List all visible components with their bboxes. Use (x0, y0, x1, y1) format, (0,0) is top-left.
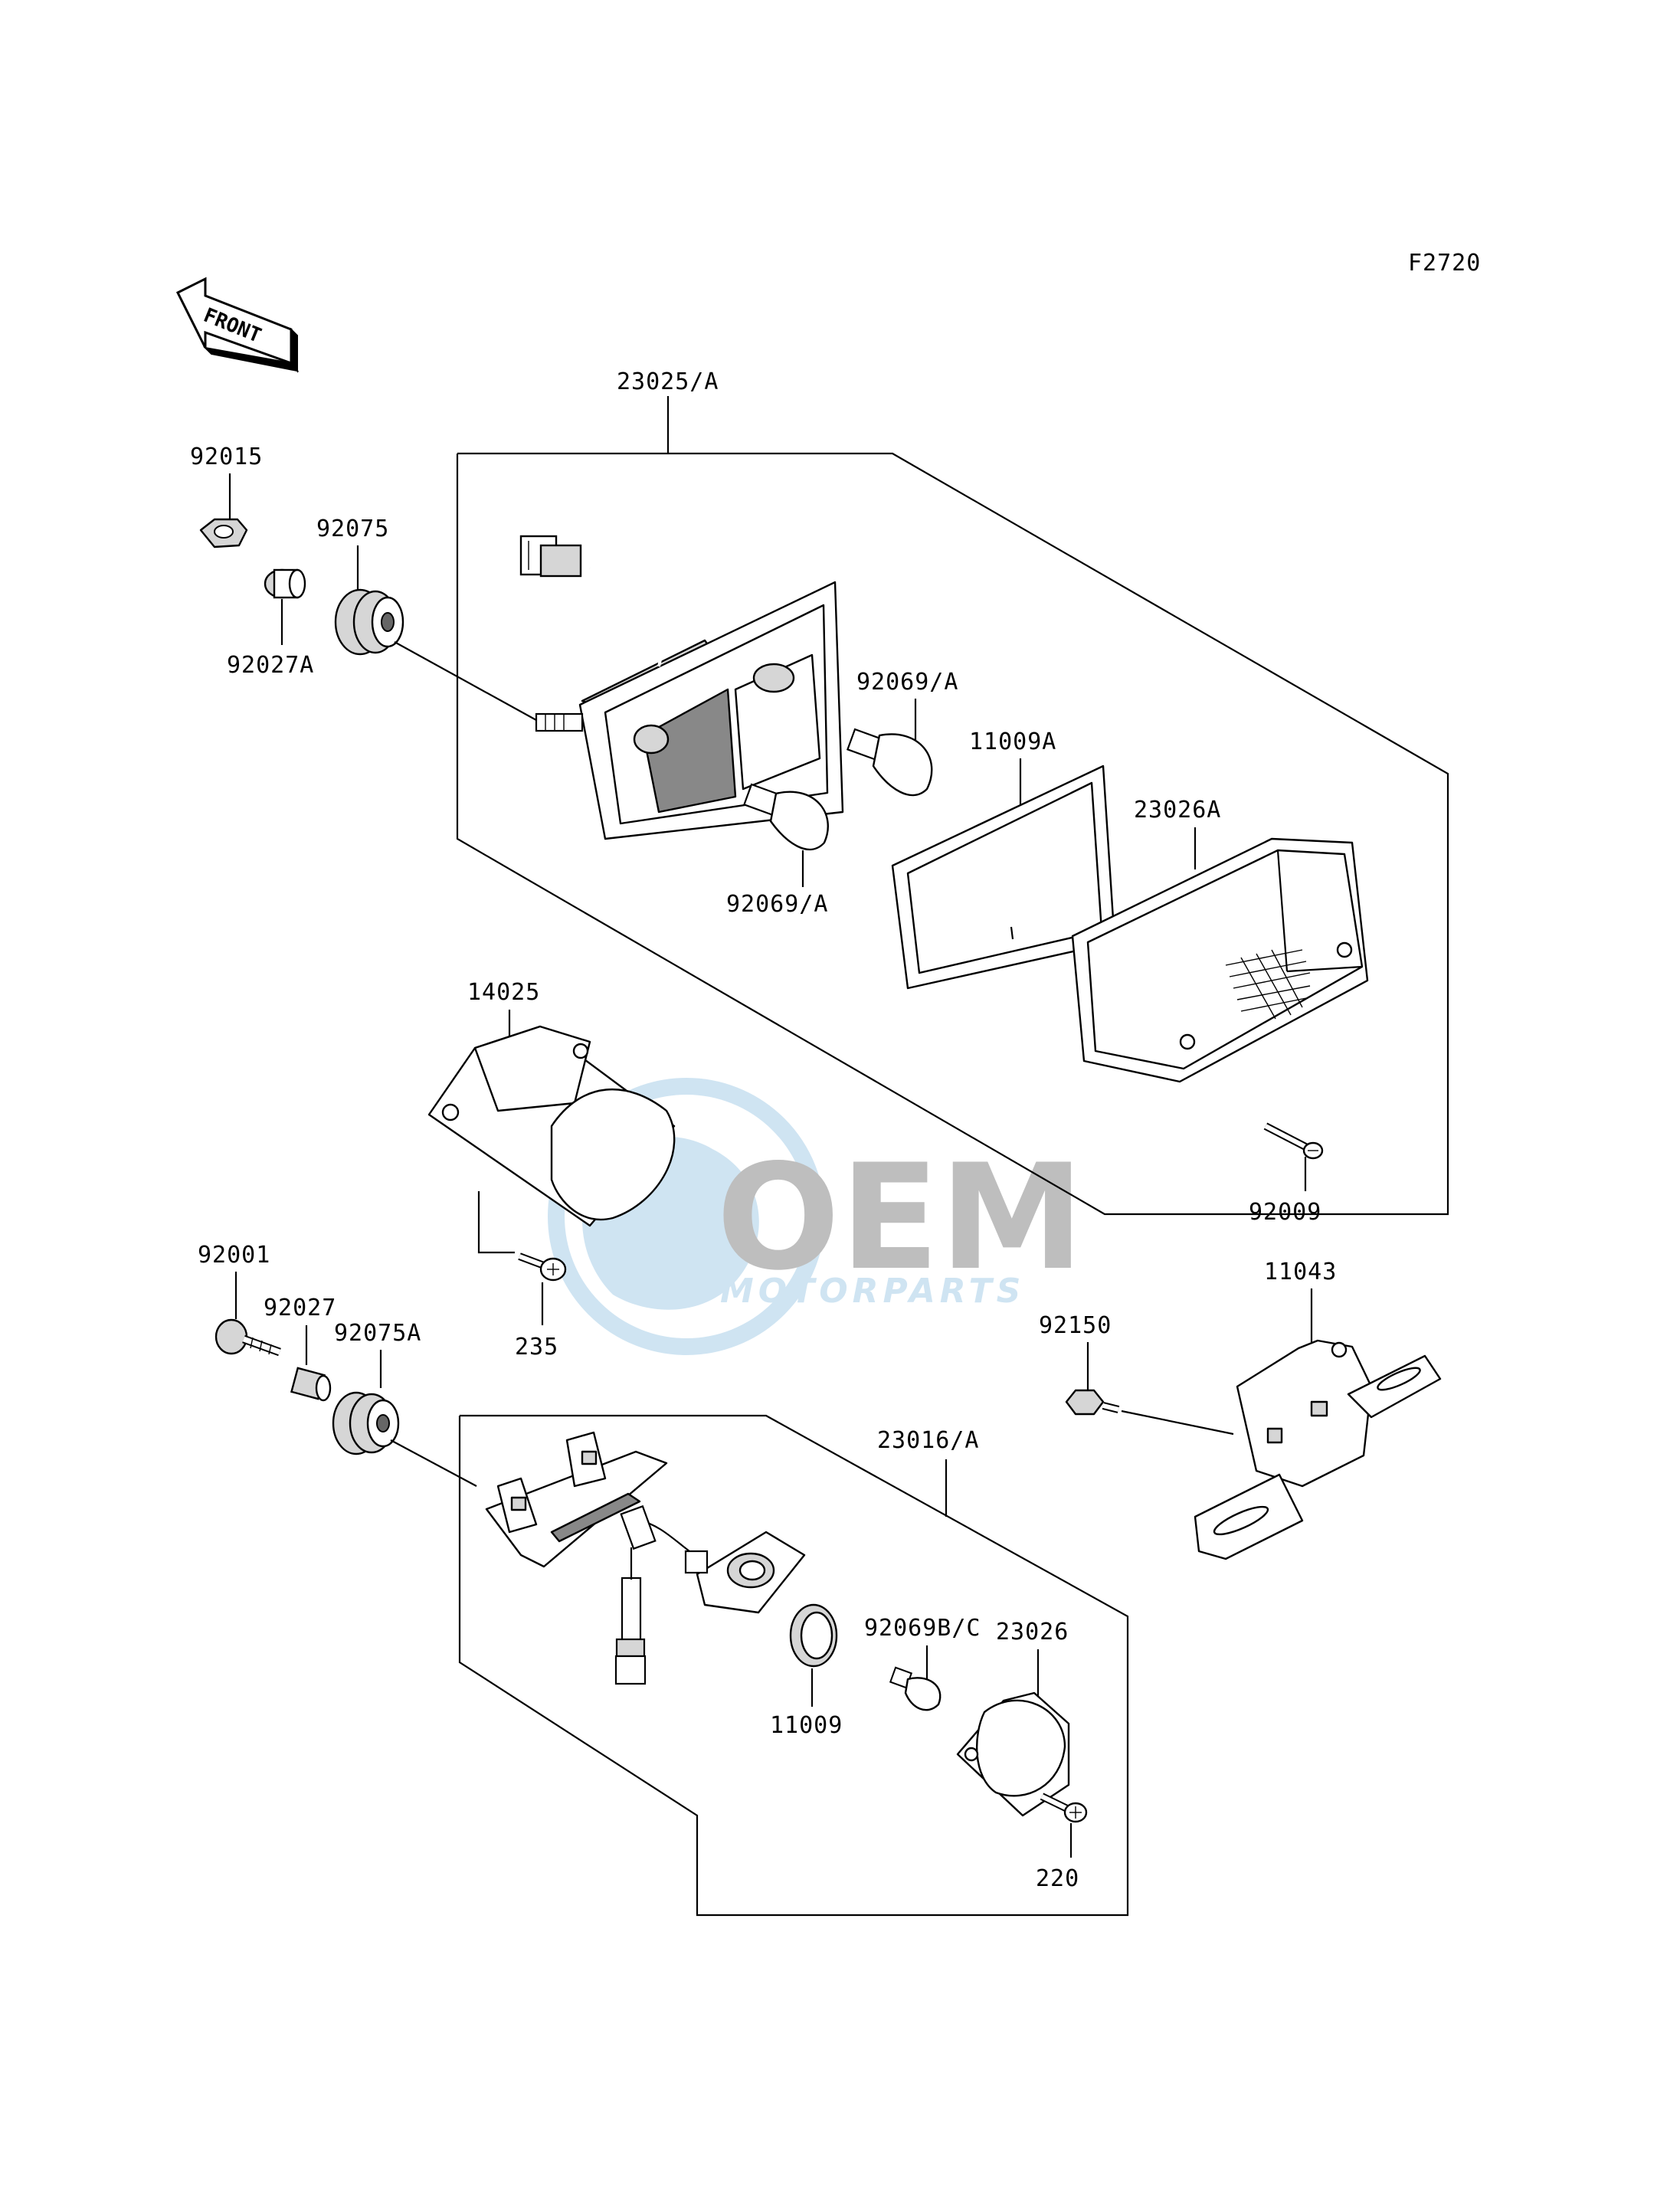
label-92150: 92150 (1039, 1312, 1112, 1339)
gasket-11009 (789, 1603, 838, 1668)
label-92075: 92075 (316, 516, 389, 542)
label-92009: 92009 (1249, 1199, 1321, 1226)
label-23016A: 23016/A (877, 1427, 979, 1454)
label-23026A: 23026A (1134, 797, 1221, 823)
watermark: OEM MOTORPARTS (548, 1078, 1084, 1355)
figure-code: F2720 (1408, 250, 1481, 277)
screw-220 (1040, 1793, 1088, 1823)
tail-lamp-housing (519, 535, 844, 840)
lamp-socket (614, 1505, 806, 1685)
grommet-92075 (334, 588, 404, 656)
bulb-92069A-bottom (743, 783, 829, 851)
label-92015: 92015 (190, 444, 263, 470)
nut-92015 (199, 518, 248, 548)
label-92069A-bottom: 92069/A (726, 891, 828, 918)
watermark-brand: OEM (716, 1133, 1084, 1302)
screw-92009 (1263, 1122, 1324, 1160)
label-23026: 23026 (996, 1619, 1069, 1645)
label-235: 235 (515, 1334, 558, 1360)
label-92027: 92027 (264, 1295, 336, 1321)
label-11043: 11043 (1264, 1259, 1337, 1285)
label-23025A: 23025/A (617, 368, 719, 395)
label-92027A: 92027A (227, 652, 314, 679)
license-lamp-assembly-frame (458, 1414, 1129, 1917)
tail-lamp-assembly-frame (456, 452, 1449, 1216)
label-220: 220 (1036, 1865, 1079, 1892)
collar-92027 (290, 1367, 332, 1402)
bolt-235 (518, 1252, 567, 1282)
label-92069A-top: 92069/A (856, 669, 958, 696)
label-14025: 14025 (467, 979, 540, 1006)
label-92001: 92001 (198, 1242, 270, 1269)
bulb-92069A-top (847, 728, 933, 797)
lens-23026 (956, 1691, 1070, 1817)
lamp-bracket (485, 1431, 668, 1568)
watermark-subtitle: MOTORPARTS (720, 1272, 1025, 1311)
grommet-92075A (332, 1391, 400, 1455)
front-arrow-icon: FRONT (175, 277, 300, 373)
cover-14025 (427, 1025, 676, 1227)
license-bracket-11043 (1194, 1339, 1442, 1560)
label-11009A: 11009A (969, 729, 1056, 755)
label-92075A: 92075A (334, 1320, 421, 1347)
label-11009: 11009 (770, 1712, 843, 1739)
collar-92027A (264, 568, 306, 599)
bolt-92150 (1065, 1389, 1120, 1416)
label-92069BC: 92069B/C (864, 1615, 981, 1642)
bulb-92069BC (889, 1666, 942, 1711)
bolt-92001 (215, 1318, 281, 1357)
lens-23026A (1071, 837, 1369, 1083)
